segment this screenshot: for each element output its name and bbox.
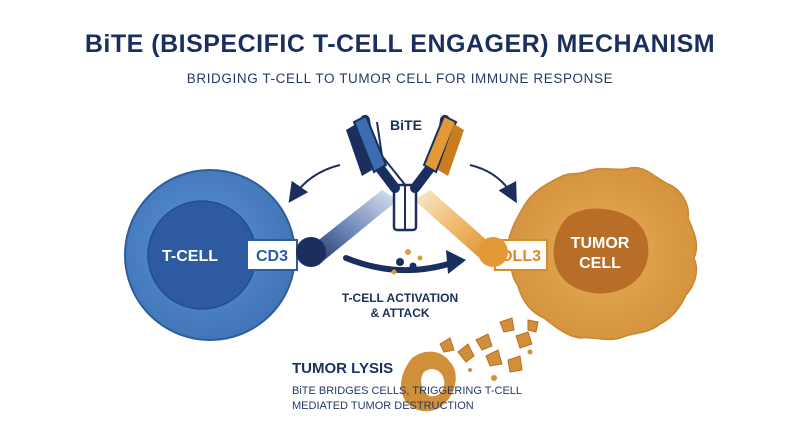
tumor-cell: TUMOR CELL (507, 166, 698, 341)
cd3-label: CD3 (256, 248, 288, 265)
lysis-description-line2: MEDIATED TUMOR DESTRUCTION (292, 400, 474, 412)
bite-antibody: BiTE (296, 114, 508, 267)
arrow-to-tumor (469, 164, 517, 204)
bite-label: BiTE (390, 117, 422, 133)
lysis-title: TUMOR LYSIS (292, 360, 393, 377)
activation-label-line1: T-CELL ACTIVATION (342, 291, 458, 305)
diagram-title: BiTE (BISPECIFIC T-CELL ENGAGER) MECHANI… (84, 30, 716, 58)
lysis-description-line1: BiTE BRIDGES CELLS, TRIGGERING T-CELL (292, 385, 522, 397)
tumor-fragments (401, 317, 539, 412)
t-cell-label: T-CELL (162, 248, 218, 265)
tumor-label-line2: CELL (579, 255, 621, 272)
dll3-label: DLL3 (501, 248, 541, 265)
arrow-to-tcell (288, 164, 341, 203)
diagram-subtitle: BRIDGING T-CELL TO TUMOR CELL FOR IMMUNE… (186, 71, 614, 86)
dll3-binding-knob (478, 237, 508, 267)
tumor-label-line1: TUMOR (571, 235, 630, 252)
cd3-binding-knob (296, 237, 326, 267)
activation-label-line2: & ATTACK (370, 306, 429, 320)
activation-arrow (343, 249, 466, 275)
t-cell: T-CELL (124, 169, 296, 341)
cd3-receptor: CD3 (246, 239, 298, 271)
